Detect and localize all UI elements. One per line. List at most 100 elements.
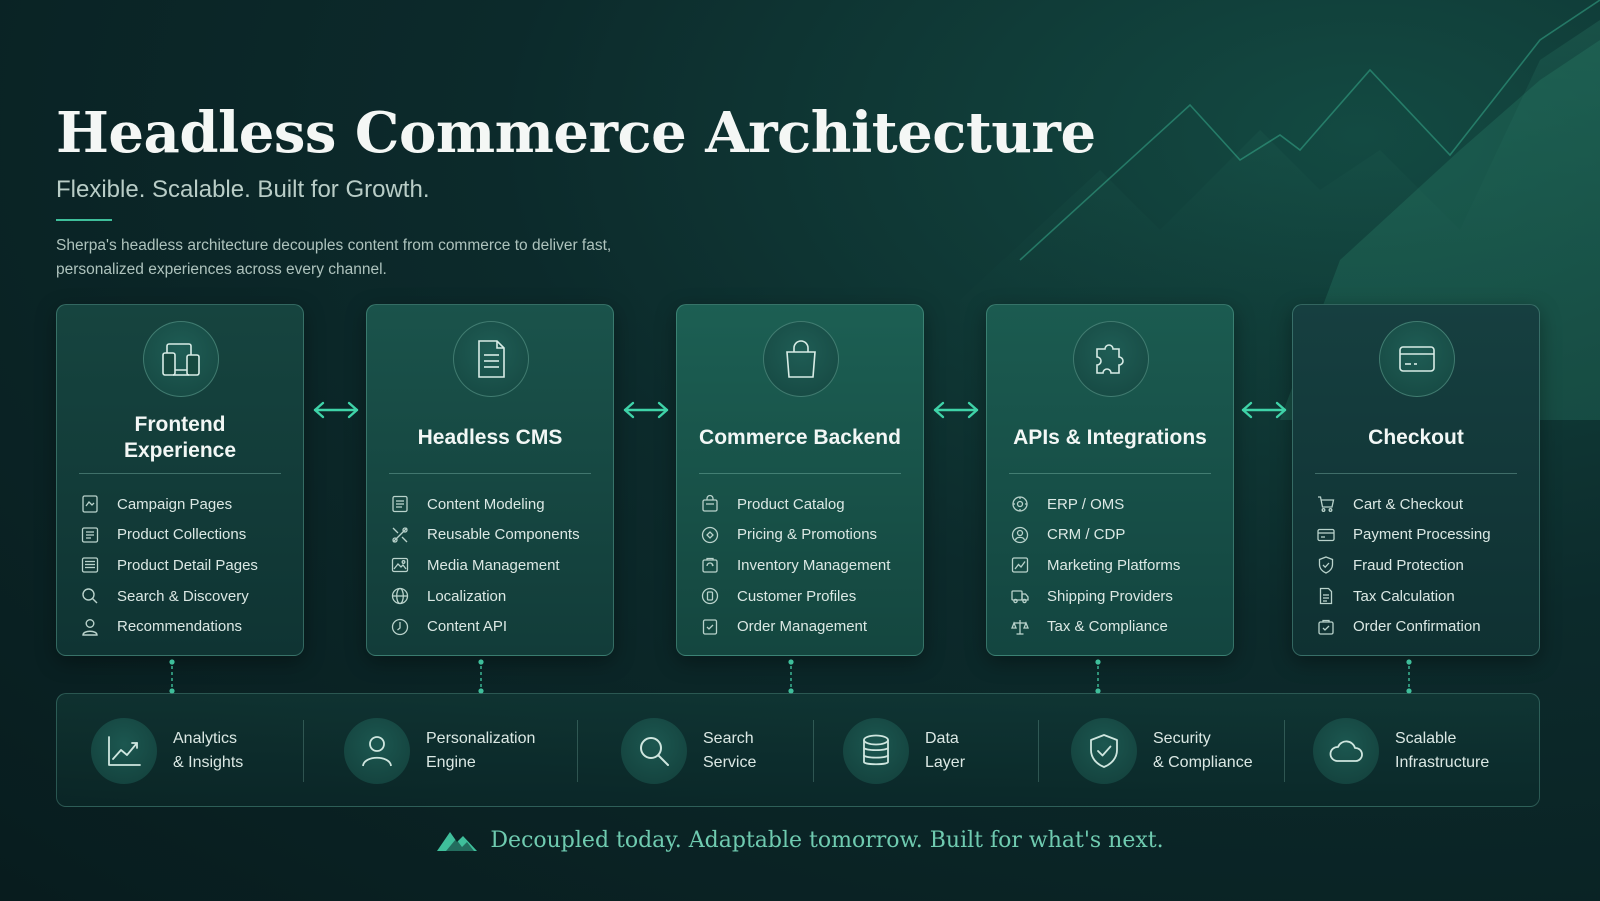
campaign-page-icon (79, 493, 101, 515)
connector-line (788, 659, 794, 694)
card-divider (699, 473, 901, 474)
scale-icon (1009, 616, 1031, 638)
search-icon (621, 718, 687, 784)
list-item: Tax Calculation (1315, 581, 1529, 612)
detail-page-icon (79, 554, 101, 576)
list-item-label: Localization (427, 587, 507, 605)
list-item: Payment Processing (1315, 520, 1529, 551)
list-item-label: Product Detail Pages (117, 556, 258, 574)
list-item-label: Campaign Pages (117, 495, 233, 513)
list-item: Product Detail Pages (79, 550, 293, 581)
shield-icon (1071, 718, 1137, 784)
list-item: Shipping Providers (1009, 581, 1223, 612)
api-icon (389, 616, 411, 638)
feature-analytics: Analytics& Insights (91, 694, 303, 808)
list-item: Customer Profiles (699, 581, 913, 612)
feature-divider (813, 720, 814, 782)
page-title: Headless Commerce Architecture (56, 100, 1096, 166)
tagline-text: Decoupled today. Adaptable tomorrow. Bui… (490, 827, 1164, 853)
list-item-label: Tax & Compliance (1047, 618, 1168, 636)
accent-rule (56, 219, 112, 221)
list-item: Pricing & Promotions (699, 520, 913, 551)
list-item: Content Modeling (389, 489, 603, 520)
order-icon (699, 616, 721, 638)
document-icon (453, 321, 529, 397)
content-model-icon (389, 493, 411, 515)
list-item-label: Fraud Protection (1353, 556, 1464, 574)
list-item: Marketing Platforms (1009, 550, 1223, 581)
list-item-label: Product Collections (117, 526, 247, 544)
feature-divider (1284, 720, 1285, 782)
page-subtitle: Flexible. Scalable. Built for Growth. (56, 176, 430, 203)
cloud-icon (1313, 718, 1379, 784)
bidirectional-arrow-icon (933, 401, 979, 419)
card-frontend-experience: Frontend Experience Campaign Pages Produ… (56, 304, 304, 656)
inventory-icon (699, 554, 721, 576)
list-item-label: ERP / OMS (1047, 495, 1125, 513)
bidirectional-arrow-icon (623, 401, 669, 419)
card-divider (1315, 473, 1517, 474)
list-item-label: Content API (427, 618, 508, 636)
list-item: Campaign Pages (79, 489, 293, 520)
list-item: Cart & Checkout (1315, 489, 1529, 520)
list-item-label: Payment Processing (1353, 526, 1491, 544)
credit-card-icon (1379, 321, 1455, 397)
feature-divider (1038, 720, 1039, 782)
card-list: Content Modeling Reusable Components Med… (389, 489, 603, 642)
feature-divider (577, 720, 578, 782)
list-item: Content API (389, 611, 603, 642)
list-item: Recommendations (79, 611, 293, 642)
receipt-icon (1315, 585, 1337, 607)
user-icon (79, 616, 101, 638)
list-item: Search & Discovery (79, 581, 293, 612)
intro-text: Sherpa's headless architecture decouples… (56, 237, 612, 278)
list-item: Localization (389, 581, 603, 612)
card-list: Product Catalog Pricing & Promotions Inv… (699, 489, 913, 642)
list-item: Fraud Protection (1315, 550, 1529, 581)
shopping-bag-icon (763, 321, 839, 397)
analytics-icon (91, 718, 157, 784)
catalog-icon (699, 493, 721, 515)
person-icon (344, 718, 410, 784)
profile-icon (699, 585, 721, 607)
feature-label: Security& Compliance (1153, 730, 1253, 771)
card-apis-integrations: APIs & Integrations ERP / OMS CRM / CDP … (986, 304, 1234, 656)
bidirectional-arrow-icon (1241, 401, 1287, 419)
card-title: APIs & Integrations (1013, 426, 1207, 449)
list-item-label: Inventory Management (737, 556, 891, 574)
list-item: Product Catalog (699, 489, 913, 520)
list-item: Order Management (699, 611, 913, 642)
card-headless-cms: Headless CMS Content Modeling Reusable C… (366, 304, 614, 656)
feature-security: Security& Compliance (1071, 694, 1293, 808)
card-title: Commerce Backend (699, 426, 901, 449)
components-icon (389, 524, 411, 546)
list-item-label: Search & Discovery (117, 587, 249, 605)
list-item-label: Media Management (427, 556, 560, 574)
card-title: Checkout (1368, 426, 1464, 449)
list-item-label: Content Modeling (427, 495, 545, 513)
card-divider (79, 473, 281, 474)
card-list: ERP / OMS CRM / CDP Marketing Platforms … (1009, 489, 1223, 642)
list-item-label: Shipping Providers (1047, 587, 1173, 605)
confirm-icon (1315, 616, 1337, 638)
connector-line (1406, 659, 1412, 694)
list-item-label: Order Confirmation (1353, 618, 1481, 636)
cart-icon (1315, 493, 1337, 515)
card-list: Cart & Checkout Payment Processing Fraud… (1315, 489, 1529, 642)
search-icon (79, 585, 101, 607)
mountain-logo-icon (437, 832, 478, 851)
puzzle-icon (1073, 321, 1149, 397)
list-item: Media Management (389, 550, 603, 581)
card-title: Headless CMS (417, 426, 563, 449)
list-item-label: Order Management (737, 618, 868, 636)
crm-icon (1009, 524, 1031, 546)
list-item-label: Pricing & Promotions (737, 526, 878, 544)
bidirectional-arrow-icon (313, 401, 359, 419)
card-icon (1315, 524, 1337, 546)
